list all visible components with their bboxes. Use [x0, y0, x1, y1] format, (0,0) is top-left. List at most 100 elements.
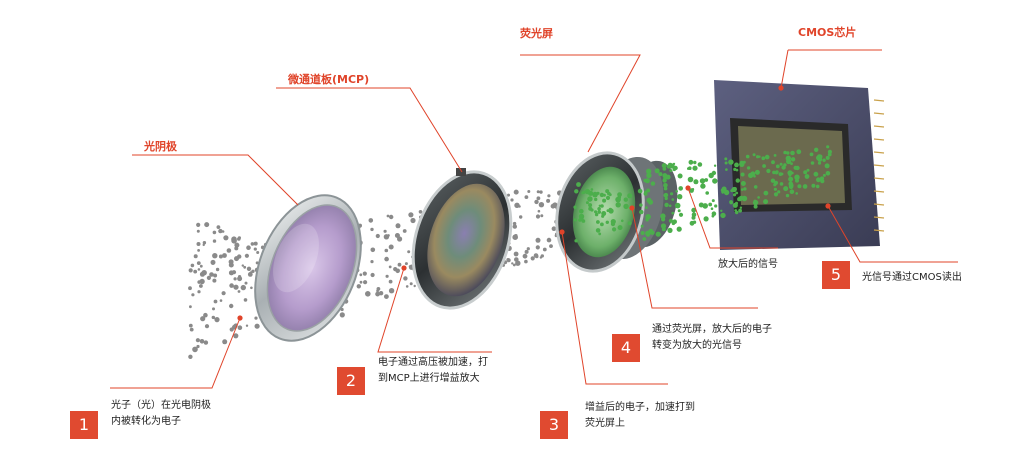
photon-dot — [671, 198, 675, 201]
photon-dot — [674, 202, 681, 209]
mcp-component — [411, 168, 513, 310]
electron-dot — [524, 195, 529, 200]
electron-dot — [241, 264, 244, 267]
electron-dot — [386, 214, 390, 218]
photon-dot — [668, 204, 672, 208]
electron-dot — [203, 340, 209, 345]
electron-dot — [546, 237, 552, 243]
photon-dot — [813, 171, 819, 177]
electron-dot — [222, 253, 227, 258]
leader-lines — [110, 49, 958, 389]
electron-dot — [384, 294, 389, 299]
photon-dot — [721, 186, 727, 192]
photon-dot — [640, 231, 645, 235]
electron-dot — [195, 338, 200, 343]
photon-dot — [814, 147, 819, 152]
electron-dot — [513, 251, 519, 257]
photon-dot — [740, 181, 746, 186]
electron-dot — [234, 246, 239, 251]
photon-dot — [600, 204, 604, 208]
phosphor-screen-label: 荧光屏 — [520, 27, 553, 40]
photon-dot — [720, 209, 723, 212]
electron-dot — [514, 202, 520, 208]
electron-dot — [233, 277, 237, 281]
electron-dot — [193, 269, 198, 274]
electron-dot — [370, 260, 374, 264]
photon-dot — [677, 173, 683, 179]
photon-dot — [646, 168, 652, 174]
photon-dot — [725, 168, 728, 171]
photon-dot — [598, 204, 601, 207]
electron-dot — [219, 299, 223, 302]
electron-dot — [535, 237, 541, 243]
photon-dot — [594, 210, 598, 214]
electron-dot — [519, 215, 523, 219]
photon-dot — [788, 184, 794, 190]
photon-dot — [779, 162, 783, 166]
photon-dot — [783, 150, 787, 155]
electron-dot — [530, 256, 535, 261]
electron-dot — [403, 276, 408, 281]
photon-dot — [692, 165, 698, 171]
electron-dot — [229, 303, 234, 309]
photon-dot — [762, 164, 766, 168]
photon-dot — [654, 168, 660, 174]
electron-dot — [211, 261, 215, 265]
photon-dot — [646, 188, 651, 193]
electron-dot — [507, 193, 510, 197]
electron-dot — [212, 230, 217, 235]
electron-dot — [218, 254, 223, 259]
photon-dot — [822, 173, 826, 177]
photon-dot — [711, 211, 717, 216]
electron-dot — [368, 218, 374, 223]
electron-dot — [243, 298, 248, 302]
photon-dot — [662, 167, 667, 171]
photon-dot — [595, 228, 601, 233]
photon-dot — [702, 203, 708, 209]
photon-dot — [753, 199, 757, 203]
photon-dot — [787, 170, 793, 176]
photon-dot — [789, 189, 795, 194]
electron-dot — [534, 199, 539, 205]
photon-dot — [756, 155, 760, 159]
electron-dot — [218, 228, 223, 234]
electron-dot — [370, 272, 375, 278]
electron-dot — [193, 254, 198, 259]
photon-dot — [774, 171, 779, 175]
photon-dot — [720, 212, 726, 219]
leader-dots — [237, 85, 831, 321]
photon-dot — [710, 207, 714, 210]
electron-dot — [405, 285, 409, 288]
photon-dot — [663, 176, 667, 181]
photon-dot — [791, 171, 794, 175]
electron-dot — [213, 273, 218, 278]
electron-dot — [253, 241, 258, 246]
photon-dot — [779, 182, 784, 186]
photon-dot — [640, 224, 644, 228]
electron-dot — [395, 223, 401, 229]
photon-dot — [642, 237, 647, 241]
photon-dot — [573, 205, 577, 209]
photon-dot — [585, 201, 589, 205]
photon-dot — [724, 161, 728, 165]
photon-dot — [687, 176, 694, 183]
photon-dot — [689, 220, 695, 226]
electron-dot — [539, 190, 543, 194]
photon-dot — [820, 178, 823, 181]
photon-dot — [772, 170, 776, 175]
electron-dot — [197, 280, 201, 284]
electron-dot — [213, 299, 218, 304]
step-5-badge: 5 — [822, 261, 850, 289]
photon-dot — [671, 211, 675, 215]
electron-dot — [527, 190, 531, 193]
electron-dot — [189, 305, 192, 309]
electron-dot — [204, 222, 210, 228]
photon-dot — [816, 177, 821, 183]
electron-dot — [362, 271, 367, 276]
photon-dot — [735, 178, 740, 183]
step-1-badge: 1 — [70, 411, 98, 439]
photon-dot — [599, 192, 605, 198]
electron-dot — [250, 286, 253, 290]
electron-dot — [203, 312, 208, 318]
photon-dot — [732, 202, 738, 208]
